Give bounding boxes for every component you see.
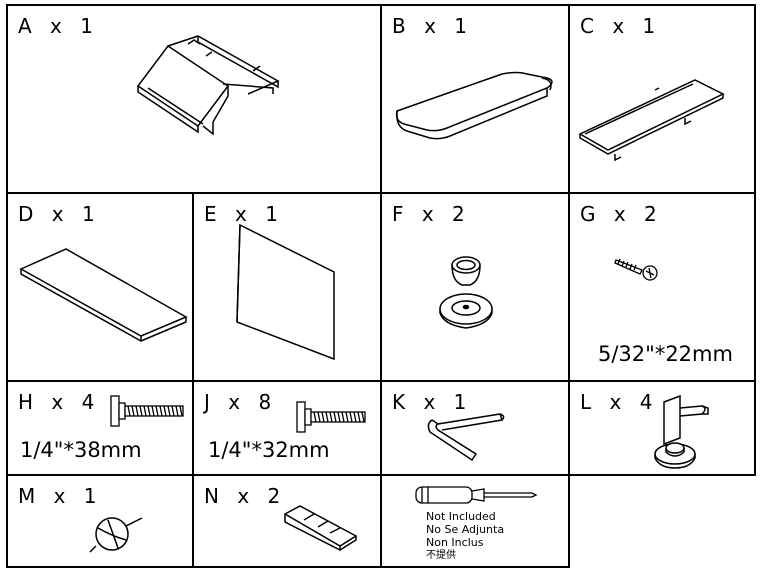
part-cell-m: M x 1 xyxy=(6,474,194,568)
part-label-e: E x 1 xyxy=(204,202,284,226)
bolt-38mm-illustration xyxy=(108,392,188,432)
part-cell-a: A x 1 xyxy=(6,4,382,194)
part-label-m: M x 1 xyxy=(18,484,103,508)
back-panel-illustration xyxy=(575,66,750,166)
part-cell-d: D x 1 xyxy=(6,192,194,382)
part-cell-h: H x 4 1/4"*38mm xyxy=(6,380,194,476)
part-label-f: F x 2 xyxy=(392,202,471,226)
part-cell-n: N x 2 xyxy=(192,474,382,568)
part-cell-b: B x 1 xyxy=(380,4,570,194)
part-label-b: B x 1 xyxy=(392,14,473,38)
top-shelf-illustration xyxy=(392,66,562,156)
part-label-g: G x 2 xyxy=(580,202,663,226)
part-cell-c: C x 1 xyxy=(568,4,756,194)
note-line-es: No Se Adjunta xyxy=(426,523,505,536)
note-line-zh: 不提供 xyxy=(426,550,456,561)
frame-assembly-illustration xyxy=(128,26,298,141)
note-line-en: Not Included xyxy=(426,510,496,523)
part-label-h: H x 4 xyxy=(18,390,101,414)
part-label-l: L x 4 xyxy=(580,390,659,414)
part-cell-f: F x 2 xyxy=(380,192,570,382)
cam-lock-key-illustration xyxy=(86,506,146,561)
part-cell-k: K x 1 xyxy=(380,380,570,476)
part-label-c: C x 1 xyxy=(580,14,662,38)
part-cell-e: E x 1 xyxy=(192,192,382,382)
part-cell-l: L x 4 xyxy=(568,380,756,476)
bolt-32mm-illustration xyxy=(294,398,369,438)
note-line-fr: Non Inclus xyxy=(426,536,484,549)
wedge-shim-illustration xyxy=(280,500,360,555)
part-label-d: D x 1 xyxy=(18,202,101,226)
part-spec-j: 1/4"*32mm xyxy=(208,438,330,462)
glass-panel-illustration xyxy=(234,222,344,362)
screwdriver-icon xyxy=(412,484,542,506)
knob-illustration xyxy=(434,249,514,334)
part-label-k: K x 1 xyxy=(392,390,473,414)
not-included-note: Not Included No Se Adjunta Non Inclus 不提… xyxy=(426,510,504,562)
shelf-support-illustration xyxy=(650,392,730,472)
part-cell-j: J x 8 1/4"*32mm xyxy=(192,380,382,476)
allen-key-illustration xyxy=(422,410,517,465)
part-spec-h: 1/4"*38mm xyxy=(20,438,142,462)
part-cell-g: G x 2 5/32"*22mm xyxy=(568,192,756,382)
shelf-board-illustration xyxy=(16,244,191,344)
wood-screw-illustration xyxy=(612,252,662,284)
part-label-n: N x 2 xyxy=(204,484,287,508)
part-label-j: J x 8 xyxy=(204,390,278,414)
part-spec-g: 5/32"*22mm xyxy=(598,342,733,366)
not-included-cell: Not Included No Se Adjunta Non Inclus 不提… xyxy=(380,474,570,568)
part-label-a: A x 1 xyxy=(18,14,99,38)
